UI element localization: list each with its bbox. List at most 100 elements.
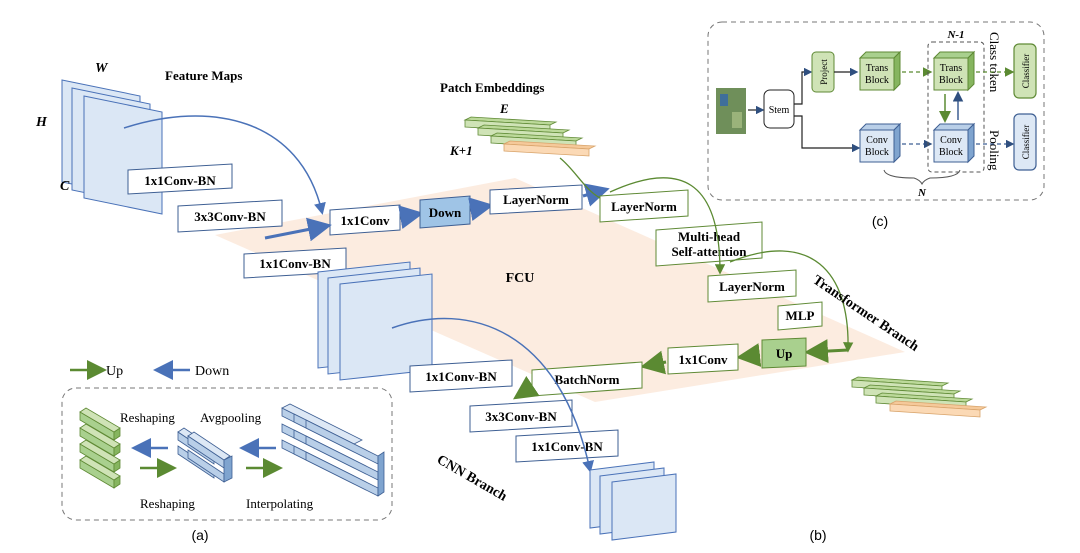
svg-text:BatchNorm: BatchNorm (555, 372, 620, 387)
svg-text:Conv: Conv (940, 135, 962, 146)
svg-text:Conv: Conv (866, 135, 888, 146)
caption-a: (a) (191, 527, 208, 543)
panel-a-interpolating: Interpolating (246, 496, 314, 511)
label-e: E (499, 101, 509, 116)
panel-a-avgpooling: Avgpooling (200, 410, 262, 425)
label-k1: K+1 (449, 143, 473, 158)
fcu-box-down: Down (419, 195, 471, 229)
panel-c-trans-block-2: Trans Block (932, 50, 976, 92)
panel-c-pooling: Pooling (987, 130, 1002, 171)
transformer-box-mlp: MLP (777, 301, 823, 331)
arrow-curve-skip2 (729, 250, 854, 353)
feature-maps-middle (317, 261, 433, 381)
svg-text:LayerNorm: LayerNorm (611, 199, 677, 214)
svg-text:Up: Up (776, 346, 793, 361)
patch-embeddings-bottom (850, 376, 988, 418)
panel-c-project: Project (811, 51, 835, 93)
arrow-curve-skip1 (609, 177, 726, 275)
label-w: W (95, 61, 109, 76)
svg-text:1x1Conv-BN: 1x1Conv-BN (425, 369, 497, 384)
arrow-to-cnn-bottom (513, 376, 540, 400)
cnn-box-conv3-top: 3x3Conv-BN (177, 199, 283, 233)
svg-text:1x1Conv-BN: 1x1Conv-BN (531, 439, 603, 454)
panel-a-reshaping-bottom: Reshaping (140, 496, 195, 511)
panel-c-arrow-stem-conv (794, 115, 861, 153)
panel-a-large-grid (281, 403, 385, 497)
svg-text:1x1Conv-BN: 1x1Conv-BN (144, 173, 216, 188)
fcu-box-conv1x1-up: 1x1Conv (667, 343, 739, 375)
label-c: C (60, 179, 70, 194)
svg-text:LayerNorm: LayerNorm (503, 192, 569, 207)
caption-c: (c) (872, 213, 888, 229)
svg-text:Trans: Trans (866, 63, 889, 74)
cnn-box-conv1-top: 1x1Conv-BN (127, 163, 233, 195)
arrow-to-conv1x1-up (736, 343, 762, 367)
arrow-to-conv1x1 (264, 217, 332, 242)
panel-c-arrow-stem-project (794, 67, 813, 105)
panel-c-n-minus-1: N-1 (946, 29, 964, 41)
fcu-box-conv1x1-down: 1x1Conv (329, 204, 401, 236)
arrow-to-layernorm-down (468, 197, 494, 221)
panel-c-conv-block-2: Conv Block (932, 122, 976, 164)
svg-text:Stem: Stem (769, 105, 790, 116)
transformer-box-mhsa: Multi-head Self-attention (655, 221, 763, 267)
panel-a-token-bars (79, 407, 121, 489)
transformer-box-layernorm2: LayerNorm (707, 269, 797, 303)
svg-text:3x3Conv-BN: 3x3Conv-BN (194, 209, 266, 224)
panel-c-classifier-top: Classifier (1013, 43, 1037, 99)
cnn-box-conv3-bot: 3x3Conv-BN (469, 399, 573, 433)
transformer-box-layernorm1: LayerNorm (599, 189, 689, 223)
panel-c-frame (707, 21, 1045, 201)
svg-text:LayerNorm: LayerNorm (719, 279, 785, 294)
panel-a-reshaping-top: Reshaping (120, 410, 175, 425)
svg-text:Block: Block (939, 147, 963, 158)
svg-text:Classifier: Classifier (1021, 125, 1031, 160)
arrow-curve-embed-to-ln (559, 157, 601, 199)
cnn-box-conv1b-bot: 1x1Conv-BN (515, 429, 619, 463)
svg-text:1x1Conv-BN: 1x1Conv-BN (259, 256, 331, 271)
panel-c-n-brace (883, 169, 961, 186)
panel-c-class-token: Class token (987, 32, 1002, 93)
label-feature-maps: Feature Maps (165, 68, 242, 83)
svg-text:Block: Block (865, 147, 889, 158)
svg-text:Multi-head: Multi-head (678, 229, 741, 244)
svg-text:1x1Conv: 1x1Conv (340, 213, 390, 228)
label-fcu: FCU (506, 271, 535, 286)
panel-c-n: N (917, 187, 927, 199)
panel-c-classifier-bottom: Classifier (1013, 113, 1037, 171)
panel-c-n-minus-1-frame (927, 41, 985, 173)
label-h: H (35, 115, 48, 130)
arrow-to-down (398, 205, 424, 229)
feature-maps-top (61, 79, 163, 215)
svg-text:Trans: Trans (940, 63, 963, 74)
arrow-to-batchnorm (640, 350, 667, 375)
svg-text:Classifier: Classifier (1021, 54, 1031, 89)
svg-text:1x1Conv: 1x1Conv (678, 352, 728, 367)
panel-c-conv-block-1: Conv Block (858, 122, 902, 164)
feature-maps-bottom (589, 461, 677, 541)
svg-text:Down: Down (429, 205, 462, 220)
svg-text:MLP: MLP (786, 308, 815, 323)
arrow-curve-bottom (391, 317, 594, 473)
panel-a-small-grid (177, 427, 233, 483)
fcu-box-up: Up (761, 337, 807, 369)
cnn-box-conv1b-top: 1x1Conv-BN (243, 247, 347, 279)
patch-embeddings-top (463, 116, 597, 157)
arrow-to-up (804, 339, 849, 364)
svg-text:Project: Project (819, 59, 829, 85)
arrow-curve-top (123, 115, 326, 215)
cnn-box-conv1-bot: 1x1Conv-BN (409, 359, 513, 393)
label-patch-embeddings: Patch Embeddings (440, 80, 544, 95)
caption-b: (b) (809, 527, 826, 543)
legend-up-label: Up (106, 364, 123, 379)
panel-c-input-image (716, 88, 746, 134)
legend-down-label: Down (195, 364, 229, 379)
panel-c-stem: Stem (763, 89, 795, 129)
fcu-box-layernorm-down: LayerNorm (489, 184, 583, 215)
svg-text:3x3Conv-BN: 3x3Conv-BN (485, 409, 557, 424)
svg-text:Block: Block (865, 75, 889, 86)
svg-text:Block: Block (939, 75, 963, 86)
label-cnn-branch: CNN Branch (434, 452, 509, 504)
svg-text:Self-attention: Self-attention (671, 244, 747, 259)
panel-c-trans-block-1: Trans Block (858, 50, 902, 92)
